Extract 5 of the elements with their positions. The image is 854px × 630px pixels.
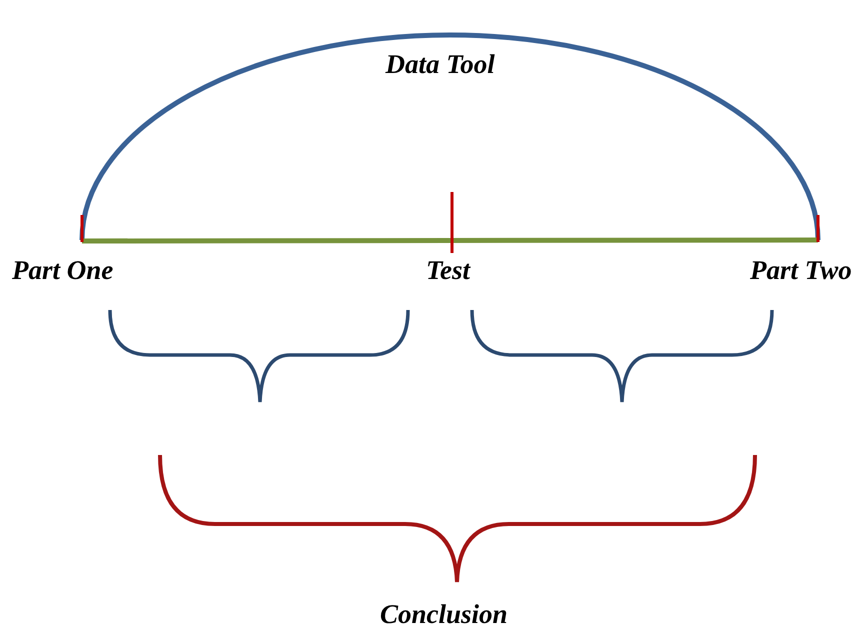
label-text: Conclusion xyxy=(380,598,508,630)
label-text: Part Two xyxy=(750,254,852,286)
label-text: Test xyxy=(426,254,470,286)
label-text: Data Tool xyxy=(386,48,495,80)
label-text: Part One xyxy=(12,254,114,286)
